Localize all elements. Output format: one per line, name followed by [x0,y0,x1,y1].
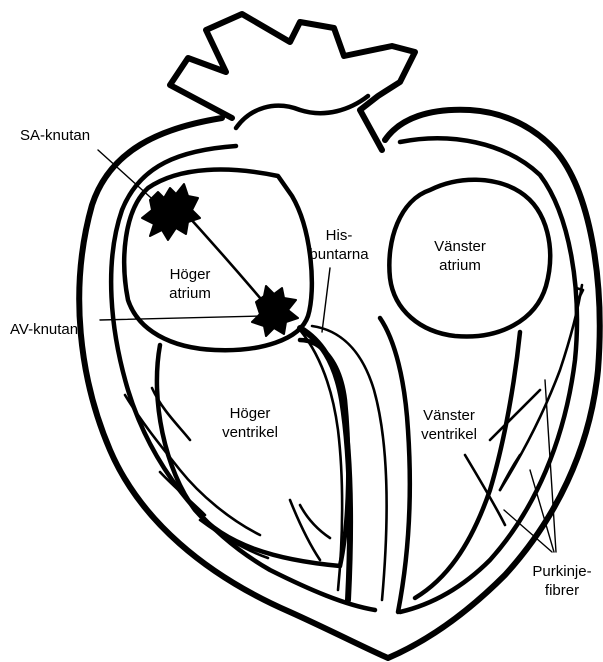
purkinje-fiber-left-5 [290,500,320,560]
aorta-arch-inner [236,96,368,128]
bundle-his-line1: His- [296,226,382,245]
left-atrium-line1: Vänster [420,237,500,256]
purkinje-fiber-right-4 [500,455,520,490]
great-vessels-outline [170,14,415,150]
left-ventricle-line2: ventrikel [404,425,494,444]
sa-node-label: SA-knutan [20,126,90,145]
right-atrium-line1: Höger [140,265,240,284]
right-ventricle-line2: ventrikel [200,423,300,442]
right-atrium-line2: atrium [140,284,240,303]
av-node-label: AV-knutan [10,320,78,339]
right-ventricle-label: Höger ventrikel [200,404,300,442]
bundle-his-line2: buntarna [296,245,382,264]
purkinje-line2: fibrer [522,581,602,600]
purkinje-fiber-left-3 [160,472,205,515]
bundle-his-leader [322,268,330,332]
left-ventricle-label: Vänster ventrikel [404,406,494,444]
bundle-his-label: His- buntarna [296,226,382,264]
left-ventricle-line1: Vänster [404,406,494,425]
purkinje-label: Purkinje- fibrer [522,562,602,600]
av-node-shape [252,286,298,336]
sa-node-shape [142,184,200,240]
av-node-leader [100,316,262,320]
right-ventricle-line1: Höger [200,404,300,423]
right-atrium-label: Höger atrium [140,265,240,303]
left-atrium-label: Vänster atrium [420,237,500,275]
left-atrium-line2: atrium [420,256,500,275]
purkinje-line1: Purkinje- [522,562,602,581]
left-ventricle-wall [415,332,520,598]
